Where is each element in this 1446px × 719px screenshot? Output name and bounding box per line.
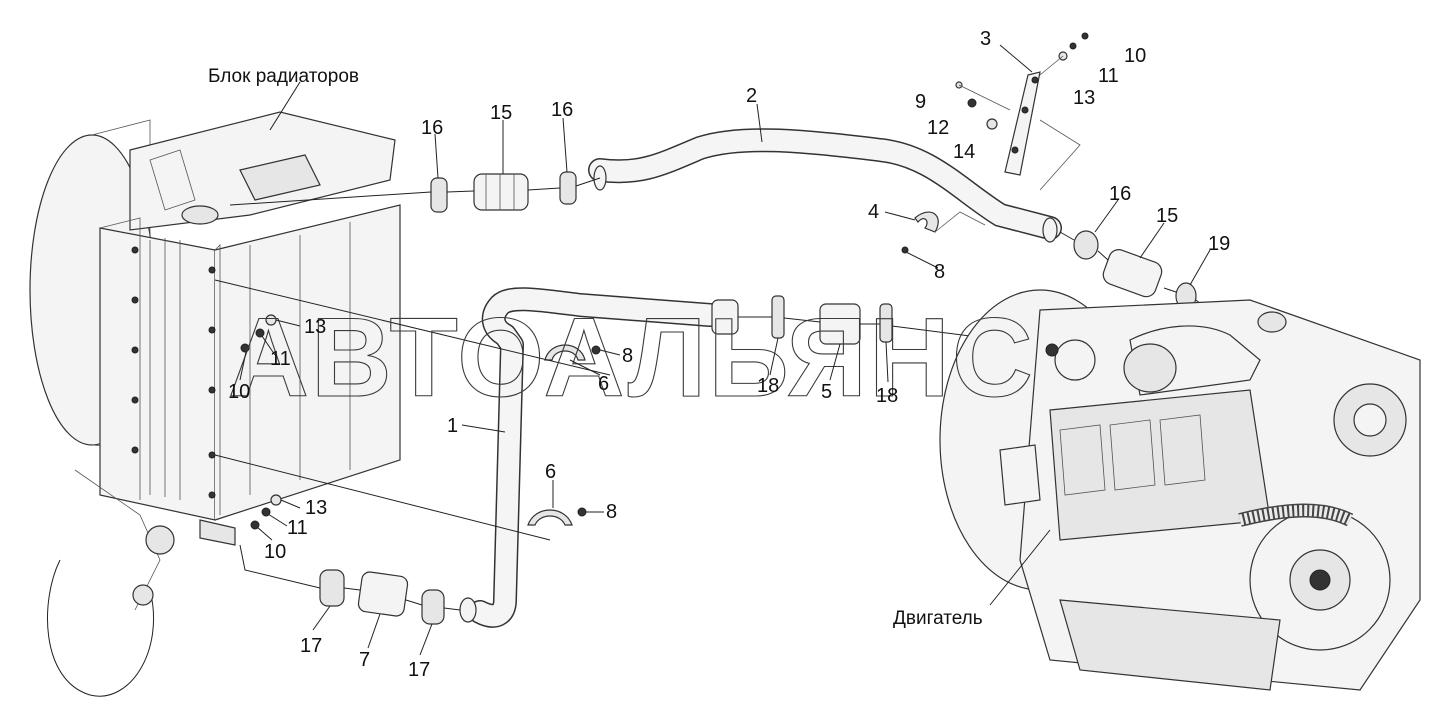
- pipe-1-lower: [459, 287, 722, 628]
- callout-18-left: 18: [757, 375, 779, 397]
- callout-10-top: 10: [1124, 45, 1146, 67]
- callout-14: 14: [953, 141, 975, 163]
- pipe-2-upper-hose: [588, 128, 1062, 243]
- bracket-3-assembly: [955, 32, 1089, 191]
- engine-caption: Двигатель: [893, 608, 983, 629]
- engine: [939, 289, 1421, 691]
- radiator-block: [29, 111, 401, 697]
- callout-13-mid: 13: [304, 316, 326, 338]
- callout-8-lower: 8: [606, 501, 617, 523]
- callout-11-top: 11: [1098, 65, 1119, 87]
- callout-1: 1: [447, 415, 458, 437]
- callout-13-top: 13: [1073, 87, 1095, 109]
- clamp-4: [901, 211, 986, 254]
- callout-2: 2: [746, 85, 757, 107]
- callout-17-right: 17: [408, 659, 430, 681]
- callout-10-mid: 10: [228, 381, 250, 403]
- radiator-mount-hardware-lower: [214, 454, 551, 541]
- callout-19: 19: [1208, 233, 1230, 255]
- clamp-6-upper: [544, 344, 601, 361]
- callout-6-upper: 6: [598, 373, 609, 395]
- lower-connector-parts: [239, 544, 461, 625]
- callout-8-clamp4: 8: [934, 261, 945, 283]
- callout-18-right: 18: [876, 385, 898, 407]
- callout-11-low: 11: [287, 517, 308, 539]
- callout-13-low: 13: [305, 497, 327, 519]
- callout-5: 5: [821, 381, 832, 403]
- callout-15-right: 15: [1156, 205, 1178, 227]
- radiator-mount-hardware-upper: [214, 279, 611, 376]
- clamp-6-lower: [527, 507, 587, 526]
- callout-11-mid: 11: [270, 348, 291, 370]
- callout-16-mid: 16: [551, 99, 573, 121]
- callout-16-left: 16: [421, 117, 443, 139]
- callout-6-lower: 6: [545, 461, 556, 483]
- callout-15-left: 15: [490, 102, 512, 124]
- callout-3: 3: [980, 28, 991, 50]
- callout-10-low: 10: [264, 541, 286, 563]
- leader-lines: [239, 44, 1211, 656]
- callout-16-right: 16: [1109, 183, 1131, 205]
- callout-4: 4: [868, 201, 879, 223]
- radiator-block-caption: Блок радиаторов: [208, 66, 359, 87]
- watermark-text: АВТОАЛЬЯНС: [228, 295, 1035, 420]
- callout-8-upper: 8: [622, 345, 633, 367]
- callout-7: 7: [359, 649, 370, 671]
- upper-hose-connector-parts: [229, 171, 601, 213]
- callout-labels: 1 2 3 4 5 6 6 7 8 8 8 9 10 10 10 11 11 1…: [228, 28, 1230, 681]
- callout-9: 9: [915, 91, 926, 113]
- callout-17-left: 17: [300, 635, 322, 657]
- callout-12: 12: [927, 117, 949, 139]
